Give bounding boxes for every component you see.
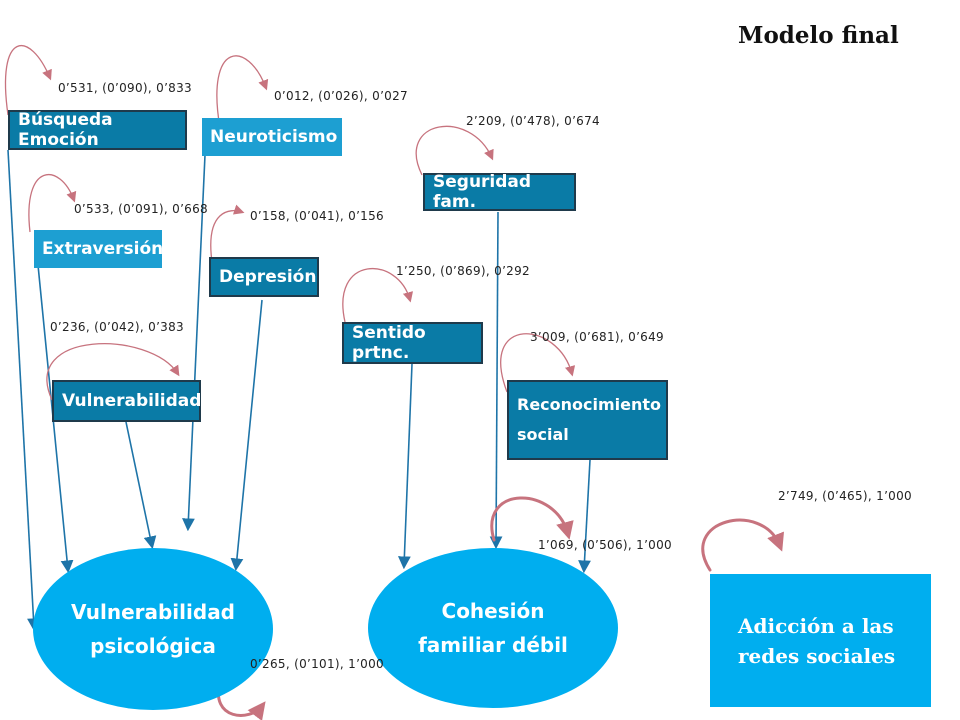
curve-reconocimiento [500,333,576,393]
node-neuroticismo-label: Neuroticismo [210,127,338,147]
node-vulnerabilidad-label: Vulnerabilidad [62,391,202,411]
curve-cohesion [490,496,574,542]
line-vulnerabilidad-to-vulnpsico [125,421,157,550]
line-neuroticismo-to-vulnpsico [182,154,206,532]
estimate-sentido: 1’250, (0’869), 0’292 [396,264,530,278]
estimate-seguridad: 2’209, (0’478), 0’674 [466,114,600,128]
node-cohesion-familiar-debil: Cohesión familiar débil [368,548,618,708]
diagram-title: Modelo final [738,22,899,49]
adiccion-line1: Adicción a las [738,613,894,638]
curve-neuroticismo [216,55,269,129]
line-sentido-to-cohesion [397,363,413,570]
node-depresion: Depresión [209,257,319,297]
cohesion-line1: Cohesión [441,599,545,623]
node-vulnerabilidad-psicologica: Vulnerabilidad psicológica [33,548,273,710]
node-seguridad-fam: Seguridad fam. [423,172,576,212]
estimate-adiccion: 2’749, (0’465), 1’000 [778,489,912,503]
estimate-reconocimiento: 3’009, (0’681), 0’649 [530,330,664,344]
estimate-extraversion: 0’533, (0’091), 0’668 [74,202,208,216]
line-reconocimiento-to-cohesion [578,459,591,574]
line-seguridad-to-cohesion [489,211,503,550]
node-neuroticismo: Neuroticismo [202,118,342,156]
node-seguridad-fam-label: Seguridad fam. [433,172,532,212]
node-reconocimiento-line2: social [517,425,569,444]
vuln-psico-line2: psicológica [90,634,216,658]
curve-depresion [210,204,245,263]
line-depresion-to-vulnpsico [230,299,263,572]
estimate-busqueda: 0’531, (0’090), 0’833 [58,81,192,95]
curve-busqueda [4,45,52,116]
estimate-vulnerabilidad-psicologica: 0’265, (0’101), 1’000 [250,657,384,671]
node-busqueda-emocion-label: Búsqueda Emoción [18,110,113,150]
adiccion-line2: redes sociales [738,643,896,668]
node-adiccion-redes-sociales: Adicción a las redes sociales [710,574,931,707]
node-depresion-label: Depresión [219,267,317,287]
node-sentido-prtnc: Sentido prtnc. [342,322,483,364]
node-reconocimiento-social: Reconocimiento social [507,380,668,460]
estimate-neuroticismo: 0’012, (0’026), 0’027 [274,89,408,103]
curve-sentido [342,268,414,323]
estimate-depresion: 0’158, (0’041), 0’156 [250,209,384,223]
node-extraversion-label: Extraversión [42,239,164,259]
cohesion-line2: familiar débil [418,633,568,657]
line-busqueda-to-vulnpsico [7,149,40,632]
estimate-vulnerabilidad: 0’236, (0’042), 0’383 [50,320,184,334]
node-busqueda-emocion: Búsqueda Emoción [8,110,187,150]
curve-vulnerabilidad [46,343,180,401]
node-reconocimiento-line1: Reconocimiento [517,395,662,414]
vuln-psico-line1: Vulnerabilidad [70,600,236,624]
node-sentido-prtnc-label: Sentido prtnc. [352,323,426,363]
node-extraversion: Extraversión [34,230,164,268]
curve-adiccion [701,518,784,572]
curve-extraversion [28,174,77,233]
estimate-cohesion: 1’069, (0’506), 1’000 [538,538,672,552]
node-vulnerabilidad: Vulnerabilidad [52,380,201,422]
curve-seguridad [415,125,494,176]
